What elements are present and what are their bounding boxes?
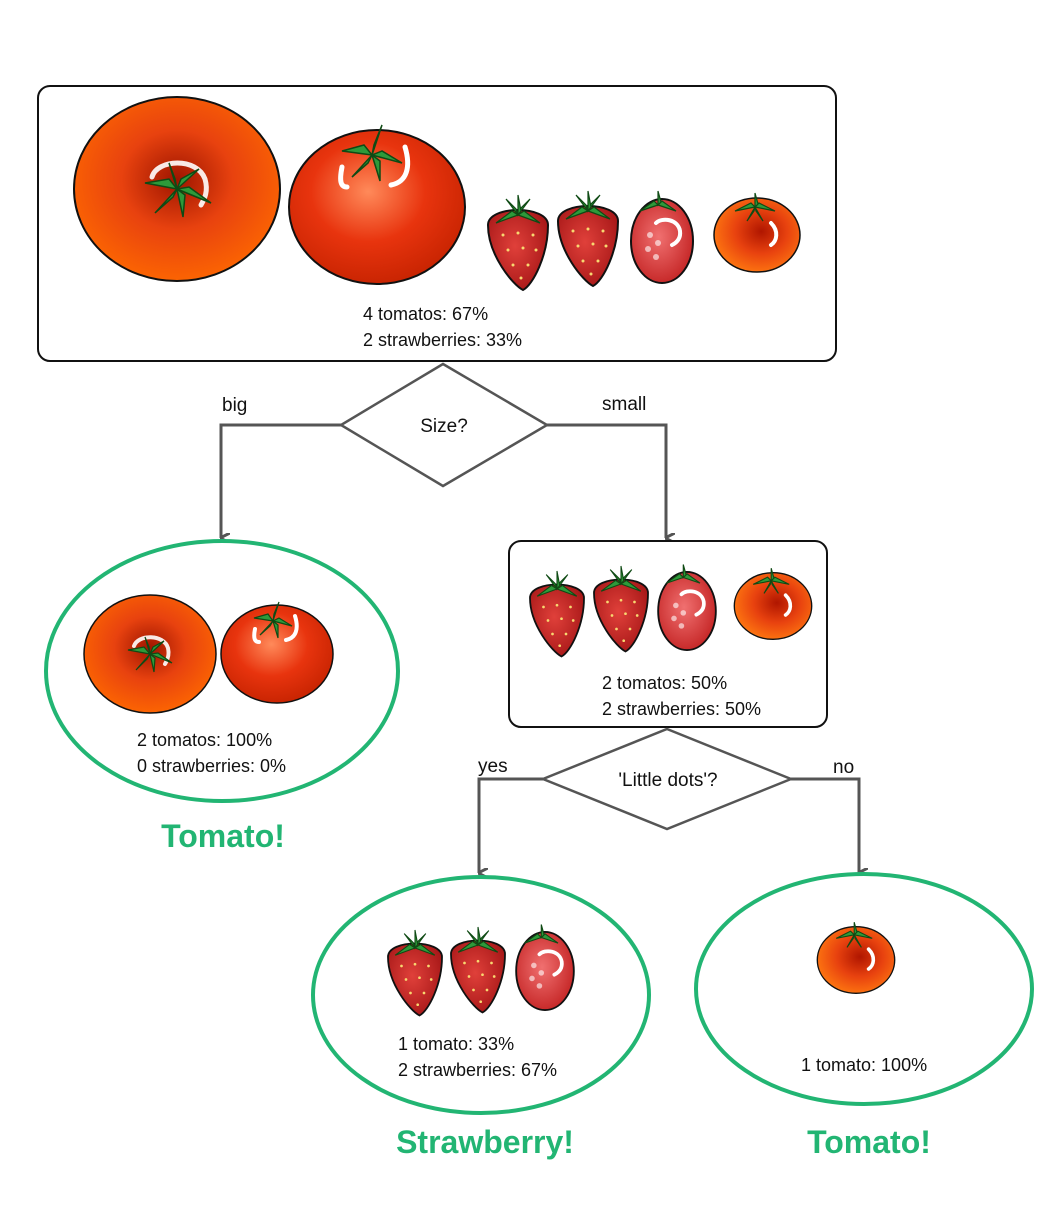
small-branch-label: small	[602, 394, 646, 415]
strawberry-icon	[450, 926, 506, 1014]
big-tomato-orange-icon	[83, 594, 217, 714]
big-branch-label: big	[222, 395, 247, 416]
size-question: Size?	[420, 416, 468, 437]
small-branch-arrow	[547, 423, 666, 538]
yes-branch-label: yes	[478, 756, 508, 777]
small-tomato-icon	[713, 192, 801, 273]
dotted-tomato-icon	[657, 564, 717, 651]
strawberry-icon	[556, 190, 620, 288]
dots-question: 'Little dots'?	[618, 770, 717, 791]
small-node-tomato-stat: 2 tomatos: 50%	[602, 673, 727, 693]
big-leaf-tomato-stat: 2 tomatos: 100%	[137, 730, 272, 750]
small-tomato-icon	[816, 922, 896, 994]
strawberry-icon	[486, 194, 550, 292]
dotted-tomato-icon	[630, 190, 694, 284]
no-leaf-tomato-stat: 1 tomato: 100%	[801, 1055, 927, 1075]
big-tomato-red-icon	[288, 124, 466, 285]
yes-leaf-result: Strawberry!	[396, 1124, 574, 1160]
strawberry-icon	[387, 929, 443, 1017]
strawberry-icon	[529, 570, 585, 658]
big-branch-arrow	[219, 423, 341, 538]
no-branch-label: no	[833, 757, 854, 778]
big-tomato-orange-icon	[73, 96, 281, 282]
yes-branch-arrow	[477, 777, 543, 873]
root-strawberry-stat: 2 strawberries: 33%	[363, 330, 522, 350]
big-leaf-strawberry-stat: 0 strawberries: 0%	[137, 756, 286, 776]
yes-leaf-tomato-stat: 1 tomato: 33%	[398, 1034, 514, 1054]
root-tomato-stat: 4 tomatos: 67%	[363, 304, 488, 324]
big-leaf-result: Tomato!	[161, 818, 285, 854]
dotted-tomato-icon	[515, 924, 575, 1011]
small-tomato-icon	[733, 568, 813, 640]
no-branch-arrow	[791, 777, 859, 873]
strawberry-icon	[593, 565, 649, 653]
small-node-strawberry-stat: 2 strawberries: 50%	[602, 699, 761, 719]
dots-decision-diamond	[539, 727, 795, 831]
no-leaf-result: Tomato!	[807, 1124, 931, 1160]
yes-leaf-strawberry-stat: 2 strawberries: 67%	[398, 1060, 557, 1080]
size-decision-diamond	[338, 362, 550, 488]
big-tomato-red-icon	[220, 601, 334, 704]
